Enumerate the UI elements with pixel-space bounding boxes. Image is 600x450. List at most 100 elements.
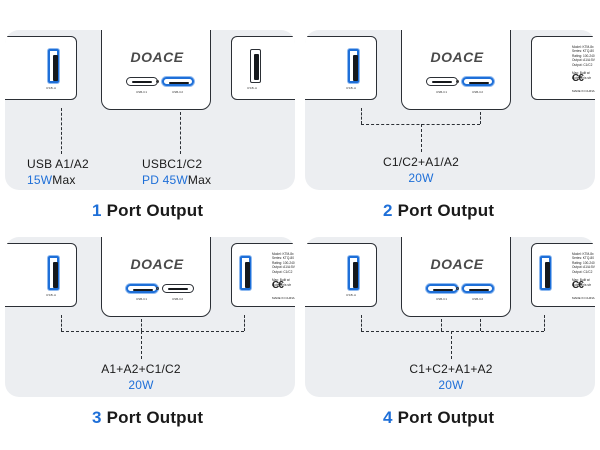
usb-c2-port	[162, 284, 194, 293]
connector-line	[61, 315, 62, 331]
connector-line	[244, 315, 245, 331]
panel-2-port-output: USB-A DOACE USB-C1 USB-C2 Model: KTM-8x …	[305, 30, 595, 190]
right-usb-a-side: Model: KTM-8x Series: KTQ-80 Rating: 100…	[531, 36, 595, 100]
usb-c1-label: USB-C1	[136, 90, 148, 94]
left-usb-a-side: USB-A	[5, 243, 77, 307]
usb-c2-label: USB-C2	[172, 297, 184, 301]
charger-front: DOACE USB-C1 USB-C2	[401, 30, 511, 110]
ce-mark: C€	[572, 73, 584, 84]
combined-label: A1+A2+C1/C2	[101, 362, 181, 376]
usb-c2-port	[462, 284, 494, 293]
usb-a-max: Max	[52, 173, 76, 187]
brand-logo: DOACE	[130, 256, 184, 272]
usb-a1-port	[48, 256, 59, 290]
caption-2-number: 2	[383, 201, 393, 220]
made-in-text: MADE IN CHINA	[572, 296, 595, 300]
ce-mark: C€	[572, 280, 584, 291]
usb-c-rating: USBC1/C2 PD 45WMax	[142, 156, 211, 188]
usb-a-port-label: USB-A	[46, 293, 57, 297]
caption-4: 4 Port Output	[383, 408, 494, 428]
brand-logo: DOACE	[430, 49, 484, 65]
spec-text: Model: KTM-8x Series: KTQ-80 Rating: 100…	[572, 45, 595, 80]
usb-a1-port	[348, 49, 359, 83]
usb-c1-label: USB-C1	[136, 297, 148, 301]
connector-line	[480, 112, 481, 124]
caption-2: 2 Port Output	[383, 201, 494, 221]
connector-line	[141, 319, 142, 331]
connector-line	[361, 331, 544, 332]
combined-rating: C1+C2+A1+A2 20W	[391, 361, 511, 393]
brand-logo: DOACE	[130, 49, 184, 65]
caption-3-text: Port Output	[106, 408, 204, 427]
made-in-text: MADE IN CHINA	[572, 89, 595, 93]
combined-label: C1+C2+A1+A2	[409, 362, 493, 376]
combined-watt: 20W	[438, 378, 464, 392]
spec-text: Model: KTM-8x Series: KTQ-80 Rating: 100…	[272, 252, 295, 287]
usb-c1-label: USB-C1	[436, 90, 448, 94]
ce-mark: C€	[272, 280, 284, 291]
connector-line	[61, 108, 62, 154]
connector-line	[480, 319, 481, 331]
charger-front: DOACE USB-C1 USB-C2	[101, 30, 211, 110]
caption-2-text: Port Output	[397, 201, 495, 220]
indicator-dot	[156, 287, 159, 290]
indicator-dot	[156, 80, 159, 83]
charger-front: DOACE USB-C1 USB-C2	[101, 237, 211, 317]
caption-1-number: 1	[92, 201, 102, 220]
usb-c1-port	[126, 77, 158, 86]
usb-a-label: USB A1/A2	[27, 157, 89, 171]
combined-watt: 20W	[128, 378, 154, 392]
usb-a-port-label: USB-A	[46, 86, 57, 90]
connector-line	[180, 112, 181, 154]
connector-line	[361, 108, 362, 124]
indicator-dot	[456, 287, 459, 290]
usb-a-watt-line: 15WMax	[27, 172, 89, 188]
connector-line	[61, 331, 244, 332]
caption-4-text: Port Output	[397, 408, 495, 427]
left-usb-a-side: USB-A	[305, 36, 377, 100]
usb-c-watt-line: PD 45WMax	[142, 172, 211, 188]
usb-c2-label: USB-C2	[472, 90, 484, 94]
usb-a-rating: USB A1/A2 15WMax	[27, 156, 89, 188]
usb-a-port-label: USB-A	[346, 86, 357, 90]
usb-a-port-label: USB-A	[247, 86, 258, 90]
usb-a1-port	[48, 49, 59, 83]
caption-4-number: 4	[383, 408, 393, 427]
usb-c2-port	[462, 77, 494, 86]
left-usb-a-side: USB-A	[305, 243, 377, 307]
combined-watt: 20W	[408, 171, 434, 185]
connector-line	[421, 124, 422, 152]
left-usb-a-side: USB-A	[5, 36, 77, 100]
brand-logo: DOACE	[430, 256, 484, 272]
combined-rating: C1/C2+A1/A2 20W	[361, 154, 481, 186]
charger-front: DOACE USB-C1 USB-C2	[401, 237, 511, 317]
connector-line	[441, 319, 442, 331]
right-usb-a-side: Model: KTM-8x Series: KTQ-80 Rating: 100…	[531, 243, 595, 307]
indicator-dot	[456, 80, 459, 83]
connector-line	[141, 331, 142, 359]
panel-1-port-output: USB-A DOACE USB-C1 USB-C2 USB-A USB A1/A…	[5, 30, 295, 190]
combined-label: C1/C2+A1/A2	[383, 155, 459, 169]
usb-c1-port	[126, 284, 158, 293]
usb-c1-label: USB-C1	[436, 297, 448, 301]
usb-c1-port	[426, 77, 458, 86]
usb-c-watt: PD 45W	[142, 173, 188, 187]
panel-4-port-output: USB-A DOACE USB-C1 USB-C2 Model: KTM-8x …	[305, 237, 595, 397]
caption-1: 1 Port Output	[92, 201, 203, 221]
connector-line	[451, 331, 452, 359]
caption-1-text: Port Output	[106, 201, 204, 220]
right-usb-a-side: USB-A	[231, 36, 295, 100]
caption-3: 3 Port Output	[92, 408, 203, 428]
caption-3-number: 3	[92, 408, 102, 427]
usb-a2-port	[240, 256, 251, 290]
usb-a2-port	[250, 49, 261, 83]
usb-c2-label: USB-C2	[172, 90, 184, 94]
made-in-text: MADE IN CHINA	[272, 296, 295, 300]
usb-a-port-label: USB-A	[346, 293, 357, 297]
combined-rating: A1+A2+C1/C2 20W	[81, 361, 201, 393]
usb-c-label: USBC1/C2	[142, 157, 203, 171]
usb-a1-port	[348, 256, 359, 290]
panel-3-port-output: USB-A DOACE USB-C1 USB-C2 Model: KTM-8x …	[5, 237, 295, 397]
usb-c1-port	[426, 284, 458, 293]
connector-line	[361, 315, 362, 331]
